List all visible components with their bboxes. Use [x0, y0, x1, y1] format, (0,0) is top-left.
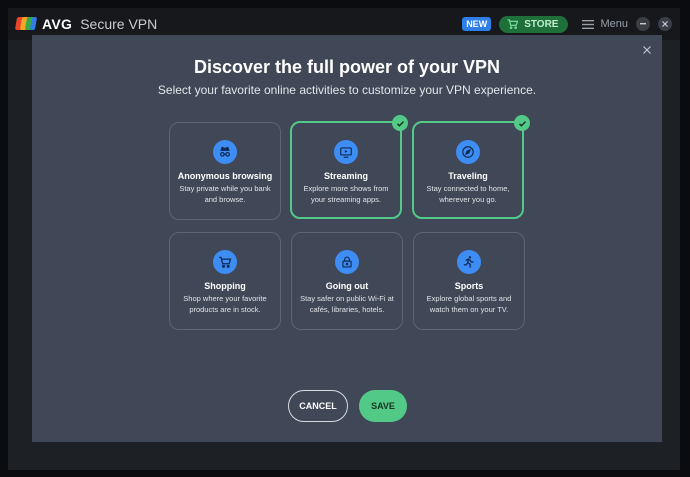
- check-icon: [514, 115, 530, 131]
- activity-card-anonymous-browsing[interactable]: Anonymous browsing Stay private while yo…: [169, 122, 281, 220]
- minimize-icon: [640, 23, 646, 25]
- activity-card-sports[interactable]: Sports Explore global sports and watch t…: [413, 232, 525, 330]
- activity-title: Going out: [325, 281, 369, 291]
- lock-icon: [335, 250, 359, 274]
- activity-description: Stay connected to home, wherever you go.: [426, 184, 510, 204]
- activity-description: Explore global sports and watch them on …: [426, 294, 512, 314]
- activity-title: Streaming: [323, 171, 368, 181]
- incognito-icon: [213, 140, 237, 164]
- compass-icon: [456, 140, 480, 164]
- activity-title: Shopping: [204, 281, 246, 291]
- titlebar: AVG Secure VPN NEW STORE Menu: [8, 8, 680, 40]
- activity-card-streaming[interactable]: Streaming Explore more shows from your s…: [290, 115, 408, 219]
- cart-icon: [213, 250, 237, 274]
- cart-icon: [507, 19, 519, 29]
- activity-description: Stay private while you bank and browse.: [179, 184, 271, 204]
- check-icon: [392, 115, 408, 131]
- brand-name: AVG: [42, 16, 73, 32]
- store-button[interactable]: STORE: [499, 15, 569, 33]
- activity-title: Traveling: [448, 171, 488, 181]
- modal-subtitle: Select your favorite online activities t…: [157, 83, 537, 97]
- avg-logo: AVG: [14, 16, 73, 32]
- activity-card-traveling[interactable]: Traveling Stay connected to home, wherev…: [412, 115, 530, 219]
- close-icon: [662, 21, 668, 27]
- activity-description: Explore more shows from your streaming a…: [303, 184, 389, 204]
- customize-modal: Discover the full power of your VPN Sele…: [32, 35, 662, 442]
- activity-card-shopping[interactable]: Shopping Shop where your favorite produc…: [169, 232, 281, 330]
- tv-icon: [334, 140, 358, 164]
- minimize-button[interactable]: [636, 17, 650, 31]
- activity-description: Stay safer on public Wi-Fi at cafés, lib…: [300, 294, 394, 314]
- modal-title: Discover the full power of your VPN: [193, 57, 501, 77]
- modal-close-button[interactable]: [640, 42, 654, 56]
- close-icon: [643, 46, 651, 54]
- app-title: Secure VPN: [80, 16, 158, 32]
- save-button[interactable]: SAVE: [359, 390, 407, 422]
- menu-label: Menu: [600, 18, 628, 30]
- activity-title: Anonymous browsing: [177, 171, 273, 181]
- activity-title: Sports: [454, 281, 484, 291]
- store-label: STORE: [524, 18, 559, 30]
- window-close-button[interactable]: [658, 17, 672, 31]
- activity-card-going-out[interactable]: Going out Stay safer on public Wi-Fi at …: [291, 232, 403, 330]
- activity-description: Shop where your favorite products are in…: [183, 294, 267, 314]
- runner-icon: [457, 250, 481, 274]
- menu-button[interactable]: Menu: [582, 18, 628, 30]
- hamburger-icon: [582, 19, 595, 29]
- avg-logo-mark: [14, 17, 38, 31]
- new-badge: NEW: [462, 17, 492, 31]
- cancel-button[interactable]: CANCEL: [288, 390, 348, 422]
